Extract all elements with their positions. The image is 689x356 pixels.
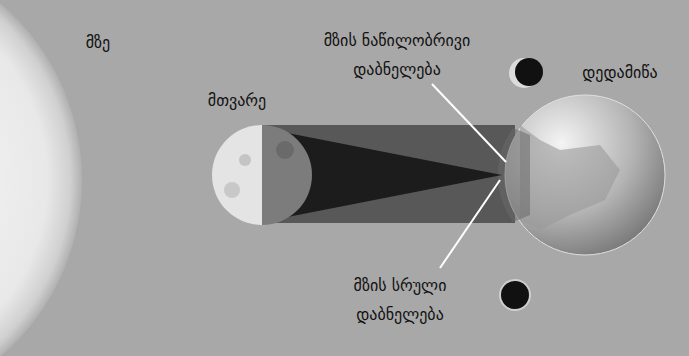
moon-crater: [276, 141, 294, 159]
total-eclipse-label: მზის სრული დაბნელება: [325, 271, 475, 329]
partial-eclipse-icon: [515, 58, 543, 86]
sun-label: მზე: [58, 28, 138, 57]
moon-crater: [239, 154, 251, 166]
leader-line: [440, 180, 500, 268]
partial-eclipse-label: მზის ნაწილობრივი დაბნელება: [297, 26, 497, 84]
earth-label: დედამიწა: [565, 58, 675, 87]
moon-crater: [224, 182, 240, 198]
total-eclipse-icon: [499, 279, 531, 311]
leader-line: [432, 84, 506, 162]
moon-dark: [262, 125, 312, 225]
moon-label: მთვარე: [182, 86, 292, 115]
sun: [0, 0, 82, 356]
earth-land: [520, 125, 620, 230]
total-eclipse-icon: [501, 281, 529, 309]
moon-lit: [212, 125, 262, 225]
penumbra-on-earth: [498, 128, 530, 222]
